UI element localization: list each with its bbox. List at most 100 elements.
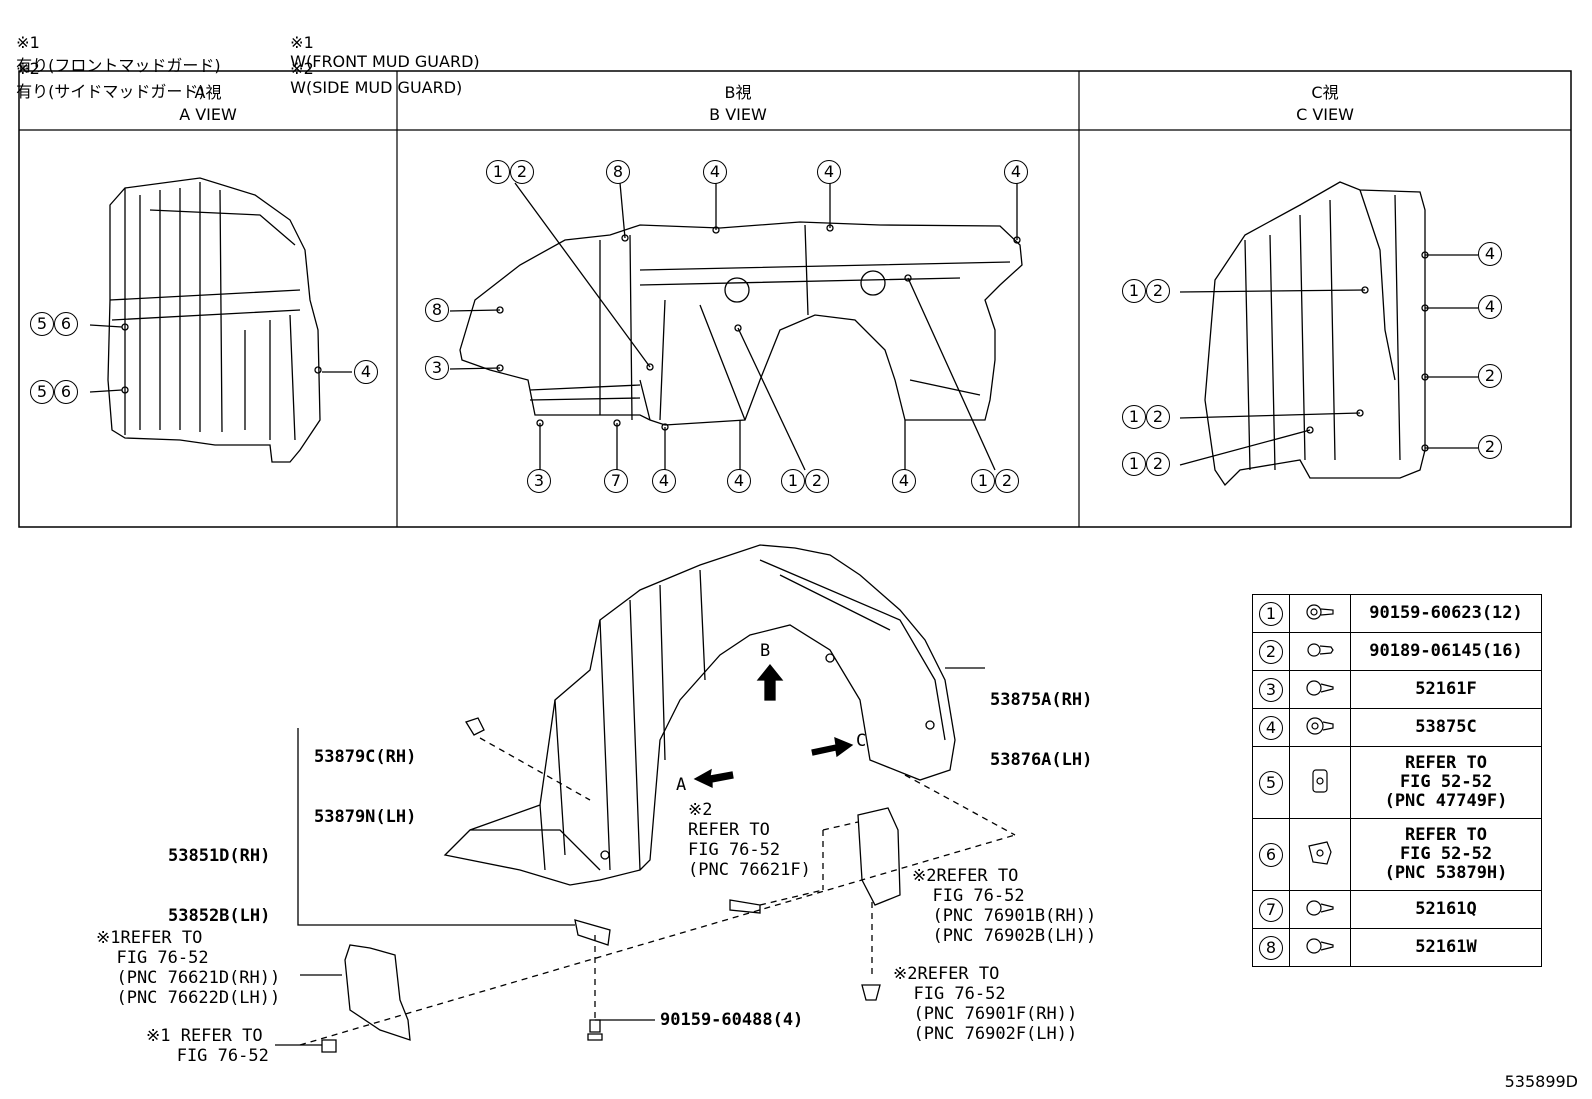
view-b-drawing	[459, 221, 1023, 431]
ref-front-2: ※1 REFER TO FIG 76-52	[146, 1026, 269, 1066]
seal-lh: 53879N(LH)	[314, 807, 417, 827]
parts-row-number: 3	[1252, 670, 1290, 709]
callout-6: 6	[54, 312, 78, 336]
view-a-drawing	[107, 177, 322, 463]
note-2-en: ※2 W(SIDE MUD GUARD)	[280, 40, 462, 97]
parts-row: 4 53875C	[1252, 708, 1542, 747]
parts-row: 2 90189-06145(16)	[1252, 632, 1542, 671]
parts-row-part: 90159-60623(12)	[1350, 594, 1542, 633]
note-2-ja: 有り(サイドマッドガード)	[16, 82, 205, 101]
parts-row-part: REFER TO FIG 52-52 (PNC 53879H)	[1350, 818, 1542, 891]
callout-5: 5	[30, 312, 54, 336]
view-c-callout-4-a: 4	[1478, 242, 1502, 266]
note-1-en: ※1 W(FRONT MUD GUARD)	[280, 14, 479, 71]
view-b-ja: B視	[724, 83, 752, 102]
view-a-callout-3: 4	[354, 360, 378, 384]
view-b-callout-4-b: 4	[817, 160, 841, 184]
note-1-en-mark: ※1	[290, 33, 314, 52]
clip-icon	[1289, 670, 1351, 709]
parts-row: 6 REFER TO FIG 52-52 (PNC 53879H)	[1252, 818, 1542, 891]
view-b-callout-4-bottom-a: 4	[652, 469, 676, 493]
shield-lh: 53852B(LH)	[168, 906, 271, 926]
parts-row-part: 90189-06145(16)	[1350, 632, 1542, 671]
parts-row-part: REFER TO FIG 52-52 (PNC 47749F)	[1350, 746, 1542, 819]
figure-id: 535899D	[1504, 1072, 1578, 1091]
parts-row-part: 53875C	[1350, 708, 1542, 747]
clip-icon	[1289, 890, 1351, 929]
view-c-ja: C視	[1311, 83, 1339, 102]
view-c-callout-4-b: 4	[1478, 295, 1502, 319]
arrow-b-label: B	[760, 641, 771, 661]
parts-row: 7 52161Q	[1252, 890, 1542, 929]
parts-row-number: 2	[1252, 632, 1290, 671]
arrow-c-label: C	[856, 731, 867, 751]
retainer-icon	[1289, 818, 1351, 891]
ref-side-2: ※2REFER TO FIG 76-52 (PNC 76901B(RH)) (P…	[912, 866, 1097, 946]
view-c-en: C VIEW	[1296, 105, 1354, 124]
parts-row: 3 52161F	[1252, 670, 1542, 709]
view-b-callout-7-bottom: 7	[604, 469, 628, 493]
ref-side-3: ※2REFER TO FIG 76-52 (PNC 76901F(RH)) (P…	[893, 964, 1078, 1044]
nut-clip-icon	[1289, 746, 1351, 819]
seal-rh: 53879C(RH)	[314, 747, 417, 767]
bolt-label: 90159-60488(4)	[660, 1010, 804, 1030]
parts-row-part: 52161Q	[1350, 890, 1542, 929]
parts-row: 8 52161W	[1252, 928, 1542, 967]
clip-icon	[1289, 928, 1351, 967]
parts-row-number: 6	[1252, 818, 1290, 891]
parts-row-part: 52161F	[1350, 670, 1542, 709]
parts-row-number: 1	[1252, 594, 1290, 633]
view-b-callout-3-bottom: 3	[527, 469, 551, 493]
parts-row-number: 7	[1252, 890, 1290, 929]
note-2: ※2 有り(サイドマッドガード)	[6, 40, 205, 102]
note-2-mark: ※2	[16, 59, 40, 78]
parts-row: 1 90159-60623(12)	[1252, 594, 1542, 633]
view-c-callout-2-b: 2	[1478, 435, 1502, 459]
view-b-callout-4-a: 4	[703, 160, 727, 184]
view-c-header: C視 C VIEW	[1079, 82, 1571, 126]
screw-icon	[1289, 594, 1351, 633]
liner-label: 53875A(RH) 53876A(LH)	[990, 650, 1092, 790]
push-clip-icon	[1289, 708, 1351, 747]
shield-label: 53851D(RH) 53852B(LH)	[168, 806, 270, 946]
liner-rh: 53875A(RH)	[990, 690, 1093, 710]
view-c-drawing	[1204, 181, 1429, 487]
view-b-callout-8-top: 8	[606, 160, 630, 184]
parts-row-number: 8	[1252, 928, 1290, 967]
view-b-callout-4-c: 4	[1004, 160, 1028, 184]
arrow-a-label: A	[676, 775, 687, 795]
callout-5: 5	[30, 380, 54, 404]
ref-side-1: ※2 REFER TO FIG 76-52 (PNC 76621F)	[688, 800, 811, 880]
note-2-en-mark: ※2	[290, 59, 314, 78]
view-b-callout-4-bottom-c: 4	[892, 469, 916, 493]
parts-row-part: 52161W	[1350, 928, 1542, 967]
view-b-callout-8-left: 8	[425, 298, 449, 322]
view-b-callout-3-left: 3	[425, 356, 449, 380]
view-a-ja: A視	[194, 83, 222, 102]
view-b-header: B視 B VIEW	[397, 82, 1079, 126]
view-b-callout-4-bottom-b: 4	[727, 469, 751, 493]
seal-label: 53879C(RH) 53879N(LH)	[314, 707, 416, 847]
parts-row-number: 4	[1252, 708, 1290, 747]
view-a-en: A VIEW	[179, 105, 237, 124]
liner-lh: 53876A(LH)	[990, 750, 1093, 770]
callout-4: 4	[354, 360, 378, 384]
callout-6: 6	[54, 380, 78, 404]
view-c-callout-2-a: 2	[1478, 364, 1502, 388]
shield-rh: 53851D(RH)	[168, 846, 271, 866]
view-a-header: A視 A VIEW	[19, 82, 397, 126]
parts-row-number: 5	[1252, 746, 1290, 819]
note-1-mark: ※1	[16, 33, 40, 52]
grommet-screw-icon	[1289, 632, 1351, 671]
note-2-en-text: W(SIDE MUD GUARD)	[290, 78, 463, 97]
